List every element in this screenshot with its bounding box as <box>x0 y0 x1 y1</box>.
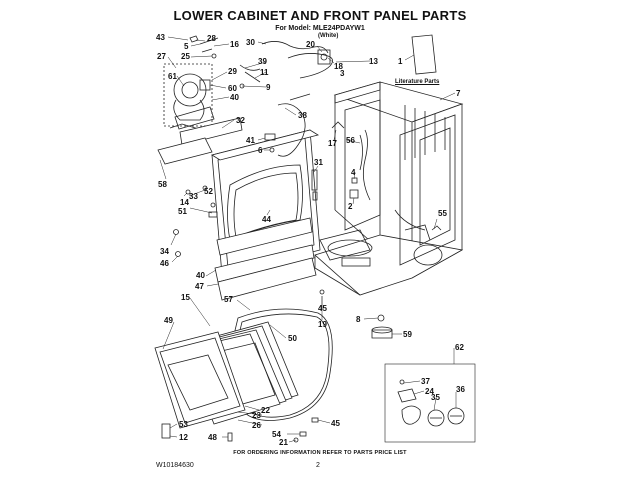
document-id: W10184630 <box>156 462 194 469</box>
callout: 56 <box>346 136 355 145</box>
callout: 43 <box>156 33 165 42</box>
callout: 24 <box>425 387 434 396</box>
callout: 28 <box>207 34 216 43</box>
callout: 34 <box>160 247 169 256</box>
callout: 27 <box>157 52 166 61</box>
callout: 3 <box>340 69 345 78</box>
callout: 21 <box>279 438 288 447</box>
callout: 16 <box>230 40 239 49</box>
callout: 50 <box>288 334 297 343</box>
callout: 9 <box>266 83 271 92</box>
callout: 40 <box>230 93 239 102</box>
callout: 39 <box>258 57 267 66</box>
callout: 40 <box>196 271 205 280</box>
callout: 53 <box>179 420 188 429</box>
callout: 20 <box>306 40 315 49</box>
callout: 22 <box>261 406 270 415</box>
callout: 61 <box>168 72 177 81</box>
model-line: For Model: MLE24PDAYW1 <box>275 25 365 32</box>
callout: 36 <box>456 385 465 394</box>
callout: 52 <box>204 187 213 196</box>
callout: 60 <box>228 84 237 93</box>
callout: 59 <box>403 330 412 339</box>
callout: 41 <box>246 136 255 145</box>
callout: 6 <box>258 146 263 155</box>
callout: 7 <box>456 89 461 98</box>
callout: 48 <box>208 433 217 442</box>
callout: 46 <box>160 259 169 268</box>
callout: 13 <box>369 57 378 66</box>
callout: 38 <box>298 111 307 120</box>
callout: 44 <box>262 215 271 224</box>
callout: 57 <box>224 295 233 304</box>
callout: 54 <box>272 430 281 439</box>
literature-parts-label: Literature Parts <box>395 79 440 85</box>
small-parts <box>161 34 437 442</box>
callout: 19 <box>318 320 327 329</box>
callout: 45 <box>318 304 327 313</box>
callout: 29 <box>228 67 237 76</box>
callout: 4 <box>351 168 356 177</box>
color-note: (White) <box>318 33 339 39</box>
callout: 8 <box>356 315 361 324</box>
cabinet <box>314 81 464 296</box>
callout: 17 <box>328 139 337 148</box>
callout: 11 <box>260 68 269 77</box>
callout: 26 <box>252 421 261 430</box>
callout: 58 <box>158 180 167 189</box>
callout: 12 <box>179 433 188 442</box>
callout: 31 <box>314 158 323 167</box>
callout: 1 <box>398 57 403 66</box>
callout: 14 <box>180 198 189 207</box>
callout: 55 <box>438 209 447 218</box>
callout-labels: 43 5 28 16 25 27 29 61 60 40 32 30 20 18… <box>156 33 465 447</box>
callout: 37 <box>421 377 430 386</box>
harness-30 <box>261 41 333 79</box>
ordering-note: FOR ORDERING INFORMATION REFER TO PARTS … <box>233 450 407 456</box>
leader-lines <box>159 36 457 443</box>
callout: 25 <box>181 52 190 61</box>
callout: 45 <box>331 419 340 428</box>
callout: 30 <box>246 38 255 47</box>
callout: 5 <box>184 42 189 51</box>
detail-box-62 <box>384 363 476 443</box>
toe-panel <box>214 217 317 301</box>
callout: 62 <box>455 343 464 352</box>
callout: 49 <box>164 316 173 325</box>
page-title: LOWER CABINET AND FRONT PANEL PARTS <box>173 8 467 23</box>
callout: 23 <box>252 411 261 420</box>
door-assembly <box>154 308 333 443</box>
callout: 51 <box>178 207 187 216</box>
callout: 32 <box>236 116 245 125</box>
callout: 47 <box>195 282 204 291</box>
callout: 15 <box>181 293 190 302</box>
callout: 33 <box>189 192 198 201</box>
callout: 18 <box>334 62 343 71</box>
callout: 2 <box>348 202 353 211</box>
page-number: 2 <box>316 462 320 469</box>
callout: 35 <box>431 393 440 402</box>
